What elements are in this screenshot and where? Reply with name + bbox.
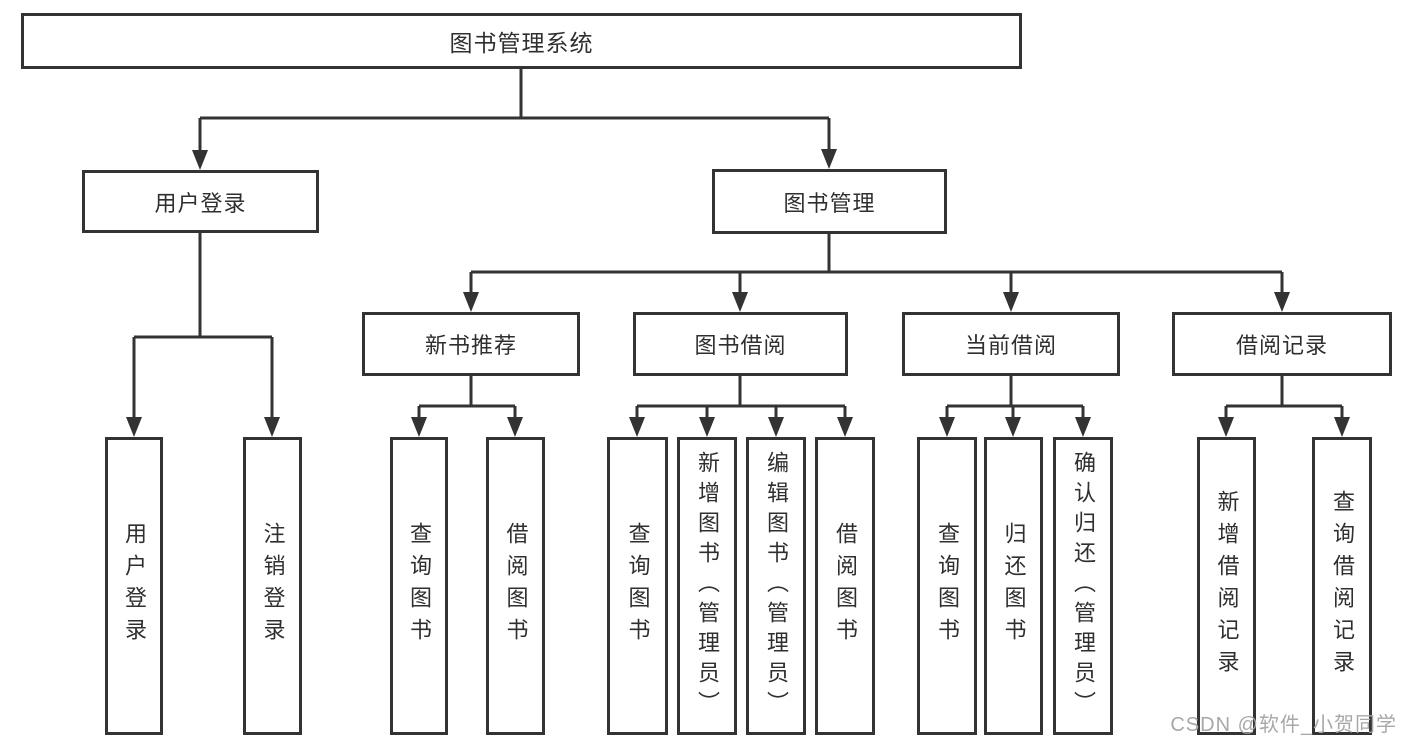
leaf-confirm-return-admin: 确认归还（管理员） — [1053, 437, 1113, 735]
leaf-recommend-borrow-books-label: 借阅图书 — [503, 522, 529, 650]
leaf-borrow-query-books: 查询图书 — [607, 437, 668, 735]
connector-root-to-level2 — [192, 69, 837, 170]
leaf-user-login-label: 用户登录 — [122, 522, 147, 650]
connector-book-management-to-level3 — [463, 234, 1290, 312]
connector-current-borrow-to-leaves — [939, 376, 1091, 437]
leaf-current-query-books: 查询图书 — [917, 437, 977, 735]
leaf-borrow-books-label: 借阅图书 — [833, 522, 858, 650]
node-user-login-label: 用户登录 — [154, 190, 247, 216]
connector-borrow-records-to-leaves — [1218, 376, 1350, 437]
csdn-watermark: CSDN @软件_小贺同学 — [1170, 714, 1397, 736]
leaf-recommend-query-books-label: 查询图书 — [407, 522, 432, 650]
node-new-book-recommend-label: 新书推荐 — [424, 333, 517, 358]
leaf-user-login: 用户登录 — [105, 437, 163, 735]
leaf-borrow-query-books-label: 查询图书 — [625, 522, 651, 650]
leaf-add-books-admin: 新增图书（管理员） — [677, 437, 737, 735]
connector-book-borrow-to-leaves — [629, 376, 853, 437]
leaf-logout-label: 注销登录 — [260, 522, 286, 650]
node-book-borrow-label: 图书借阅 — [694, 333, 787, 358]
connector-user-login-to-leaves — [126, 233, 280, 437]
leaf-query-borrow-record-label: 查询借阅记录 — [1330, 490, 1355, 682]
leaf-add-books-admin-label: 新增图书（管理员） — [695, 451, 720, 721]
leaf-current-query-books-label: 查询图书 — [935, 522, 960, 650]
leaf-recommend-borrow-books: 借阅图书 — [486, 437, 545, 735]
node-borrow-records-label: 借阅记录 — [1235, 333, 1328, 358]
leaf-borrow-books: 借阅图书 — [815, 437, 875, 735]
leaf-recommend-query-books: 查询图书 — [390, 437, 448, 735]
node-book-management-label: 图书管理 — [783, 190, 876, 216]
leaf-add-borrow-record: 新增借阅记录 — [1197, 437, 1256, 735]
leaf-confirm-return-admin-label: 确认归还（管理员） — [1071, 451, 1096, 721]
node-root: 图书管理系统 — [21, 13, 1022, 69]
node-new-book-recommend: 新书推荐 — [362, 312, 580, 376]
leaf-add-borrow-record-label: 新增借阅记录 — [1214, 490, 1240, 682]
leaf-query-borrow-record: 查询借阅记录 — [1312, 437, 1372, 735]
node-current-borrow: 当前借阅 — [902, 312, 1120, 376]
node-borrow-records: 借阅记录 — [1172, 312, 1392, 376]
node-user-login: 用户登录 — [82, 170, 319, 233]
leaf-edit-books-admin: 编辑图书（管理员） — [746, 437, 806, 735]
node-current-borrow-label: 当前借阅 — [964, 333, 1057, 358]
leaf-return-books: 归还图书 — [984, 437, 1043, 735]
connector-new-book-recommend-to-leaves — [411, 376, 523, 437]
node-book-borrow: 图书借阅 — [633, 312, 848, 376]
leaf-logout: 注销登录 — [243, 437, 302, 735]
node-book-management: 图书管理 — [712, 169, 947, 234]
node-root-label: 图书管理系统 — [449, 30, 594, 56]
leaf-return-books-label: 归还图书 — [1001, 522, 1027, 650]
leaf-edit-books-admin-label: 编辑图书（管理员） — [764, 451, 789, 721]
